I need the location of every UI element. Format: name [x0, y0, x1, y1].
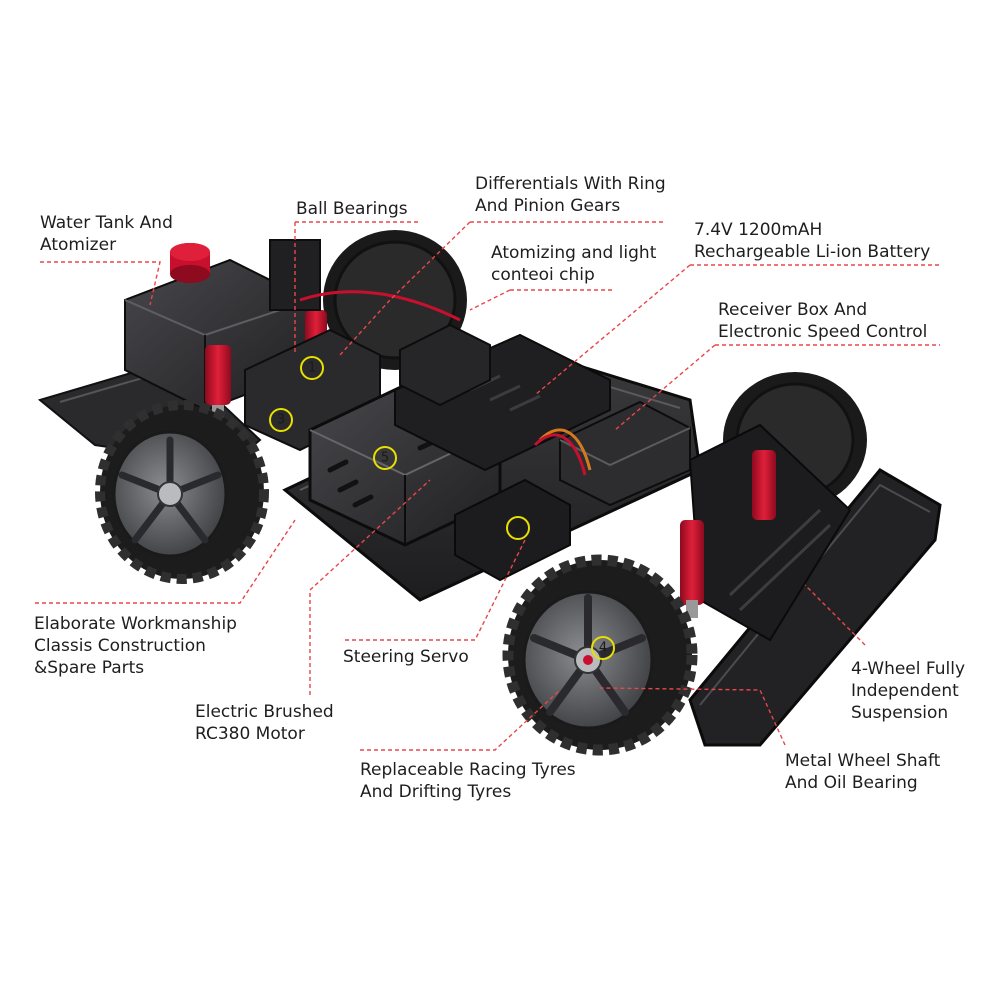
callout-line: Electric Brushed — [195, 702, 334, 722]
callout-line: 4-Wheel Fully — [851, 659, 966, 679]
callout-line: RC380 Motor — [195, 724, 305, 744]
callout-line: &Spare Parts — [34, 658, 145, 678]
wiring — [538, 428, 592, 471]
svg-text:1: 1 — [308, 361, 316, 376]
marker-3: 3 — [269, 408, 293, 432]
callout-line: Metal Wheel Shaft — [785, 751, 941, 771]
callout-line: Replaceable Racing Tyres — [360, 760, 576, 780]
callout-line: Suspension — [851, 703, 949, 723]
callout-steering-servo: Steering Servo — [343, 646, 469, 668]
callout-line: Rechargeable Li-ion Battery — [694, 242, 931, 262]
chip-box — [399, 323, 491, 407]
callout-line: conteoi chip — [491, 265, 595, 285]
callout-line: Differentials With Ring — [475, 174, 666, 194]
callout-line: And Oil Bearing — [785, 773, 918, 793]
callout-atomizing-chip: Atomizing and light conteoi chip — [491, 242, 656, 286]
callout-ball-bearings: Ball Bearings — [296, 198, 408, 220]
callout-workmanship: Elaborate Workmanship Classis Constructi… — [34, 613, 237, 679]
callout-line: Independent — [851, 681, 959, 701]
marker-4: 4 — [591, 636, 615, 660]
callout-suspension: 4-Wheel Fully Independent Suspension — [851, 658, 965, 724]
callout-tyres: Replaceable Racing Tyres And Drifting Ty… — [360, 759, 576, 803]
callout-wheel-shaft: Metal Wheel Shaft And Oil Bearing — [785, 750, 940, 794]
callout-line: Water Tank And — [40, 213, 173, 233]
callout-battery: 7.4V 1200mAH Rechargeable Li-ion Battery — [694, 219, 930, 263]
callout-line: Atomizing and light — [491, 243, 657, 263]
callout-line: And Drifting Tyres — [360, 782, 512, 802]
leader-lines — [35, 221, 940, 751]
callout-line: Elaborate Workmanship — [34, 614, 237, 634]
callout-line: Ball Bearings — [296, 199, 408, 219]
marker-5: 5 — [373, 446, 397, 470]
marker-1: 1 — [300, 356, 324, 380]
callout-motor: Electric Brushed RC380 Motor — [195, 701, 334, 745]
callout-line: Classis Construction — [34, 636, 206, 656]
front-shock-left — [680, 520, 704, 618]
svg-text:5: 5 — [381, 451, 389, 466]
svg-text:4: 4 — [599, 641, 607, 656]
front-shock-right — [752, 450, 776, 520]
callout-line: 7.4V 1200mAH — [694, 220, 823, 240]
callout-line: Atomizer — [40, 235, 117, 255]
callout-water-tank: Water Tank And Atomizer — [40, 212, 173, 256]
callout-line: And Pinion Gears — [475, 196, 621, 216]
rear-left-wheel — [95, 400, 269, 584]
callout-line: Steering Servo — [343, 647, 469, 667]
svg-text:3: 3 — [277, 413, 285, 428]
steering-servo — [454, 478, 571, 582]
callout-differentials: Differentials With Ring And Pinion Gears — [475, 173, 666, 217]
svg-text:2: 2 — [514, 521, 522, 536]
callout-line: Electronic Speed Control — [718, 322, 928, 342]
callout-line: Receiver Box And — [718, 300, 868, 320]
marker-2: 2 — [506, 516, 530, 540]
front-bumper — [688, 468, 942, 747]
callout-receiver: Receiver Box And Electronic Speed Contro… — [718, 299, 927, 343]
